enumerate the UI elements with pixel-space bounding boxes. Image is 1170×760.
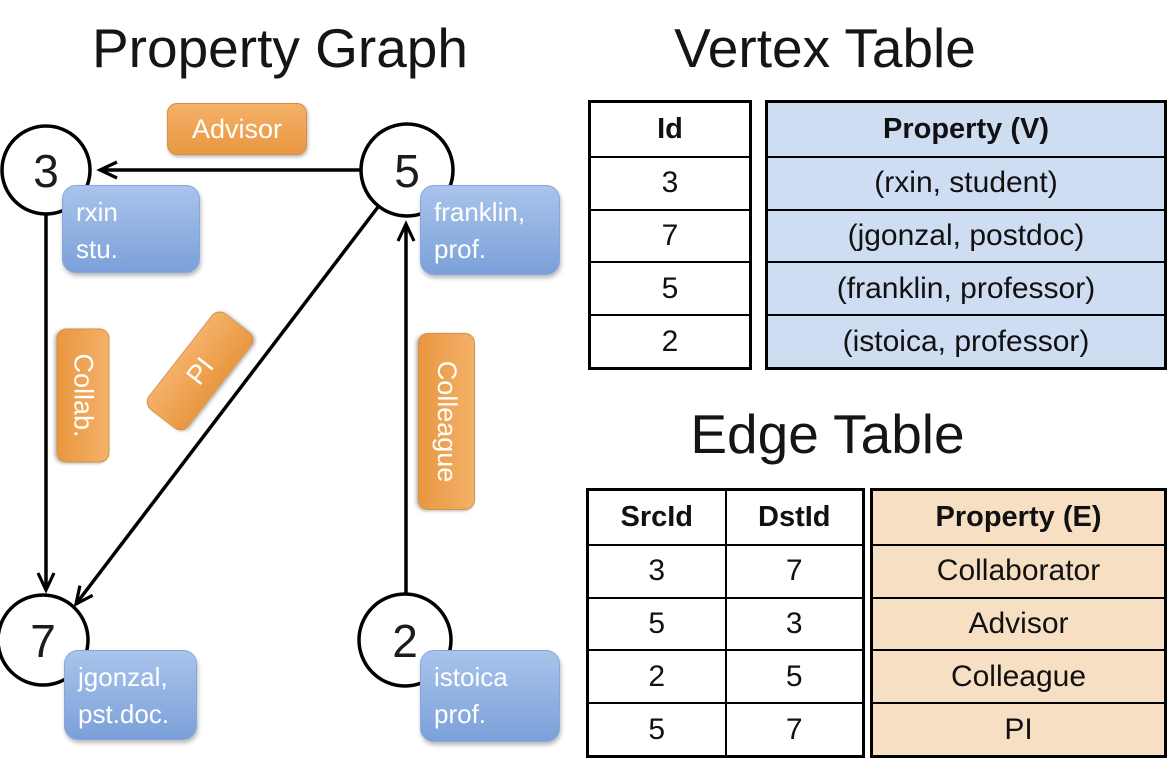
vertex-table-id-header: Id [657, 112, 683, 145]
edge-table-property-column: Property (E) Collaborator Advisor Collea… [870, 488, 1167, 758]
edge-label-collaborator: Collab. [56, 328, 110, 463]
table-row: PI [873, 702, 1164, 755]
edge-label-pi-text: PI [179, 351, 220, 390]
edge-dst-cell: 5 [724, 651, 863, 703]
vertex-property-box-3: rxin stu. [62, 185, 200, 273]
edge-src-cell: 5 [648, 606, 666, 640]
edge-label-colleague-text: Colleague [432, 360, 462, 483]
vertex-5-name: franklin, [434, 197, 526, 227]
property-graph-title: Property Graph [91, 17, 468, 79]
edge-table-dstid-header: DstId [724, 491, 863, 544]
table-row: (rxin, student) [768, 155, 1164, 209]
vertex-property-box-7: jgonzal, pst.doc. [64, 650, 197, 740]
node-7-id: 7 [30, 615, 56, 667]
edge-dst-cell: 7 [724, 545, 863, 597]
edge-src-cell: 2 [648, 659, 666, 693]
table-row: 5 7 [589, 702, 862, 755]
table-row: Colleague [873, 649, 1164, 702]
edge-label-colleague: Colleague [418, 333, 475, 510]
edge-table-srcid-header: SrcId [620, 500, 694, 533]
vertex-table-title: Vertex Table [674, 17, 976, 79]
vertex-3-role: stu. [76, 233, 118, 264]
edge-table-title: Edge Table [690, 403, 965, 465]
vertex-3-name: rxin [76, 197, 118, 227]
node-5-id: 5 [394, 145, 420, 197]
vertex-7-role: pst.doc. [78, 698, 170, 729]
edge-label-advisor: Advisor [167, 103, 307, 155]
vertex-5-role: prof. [434, 233, 487, 264]
node-3-id: 3 [33, 145, 59, 197]
edge-src-cell: 5 [648, 712, 666, 746]
node-2-id: 2 [392, 615, 418, 667]
edge-table-property-header: Property (E) [935, 500, 1102, 533]
edge-pi-5-to-7 [73, 205, 380, 607]
vertex-table-property-header: Property (V) [883, 112, 1049, 145]
table-row: 3 [591, 155, 749, 209]
table-row: 2 5 [589, 649, 863, 703]
table-row: 2 [591, 314, 749, 367]
vertex-property-box-5: franklin, prof. [420, 185, 560, 275]
edge-label-collaborator-text: Collab. [68, 353, 99, 438]
vertex-property-box-2: istoica prof. [420, 650, 560, 742]
vertex-table-id-column: Id 3 7 5 2 [588, 100, 752, 370]
table-row: 5 [591, 261, 749, 314]
table-row: Advisor [873, 596, 1164, 650]
graph-canvas: 3 5 7 2 [0, 122, 455, 688]
edge-label-advisor-text: Advisor [191, 113, 283, 144]
edge-src-cell: 3 [648, 554, 666, 588]
vertex-table-property-column: Property (V) (rxin, student) (jgonzal, p… [765, 100, 1167, 370]
table-row: 5 3 [589, 596, 863, 650]
table-row: (istoica, professor) [768, 314, 1164, 367]
edge-table-id-columns: SrcId DstId 3 7 5 3 2 5 5 7 [586, 488, 865, 758]
table-row: 7 [591, 208, 749, 262]
vertex-7-name: jgonzal, [78, 662, 168, 692]
table-row: (jgonzal, postdoc) [768, 208, 1164, 262]
table-row: 3 7 [589, 543, 863, 597]
vertex-2-name: istoica [434, 662, 508, 692]
table-row: (franklin, professor) [768, 261, 1164, 314]
edge-dst-cell: 3 [724, 598, 863, 650]
edge-dst-cell: 7 [724, 704, 863, 755]
table-row: Collaborator [873, 543, 1164, 597]
vertex-2-role: prof. [434, 698, 487, 729]
